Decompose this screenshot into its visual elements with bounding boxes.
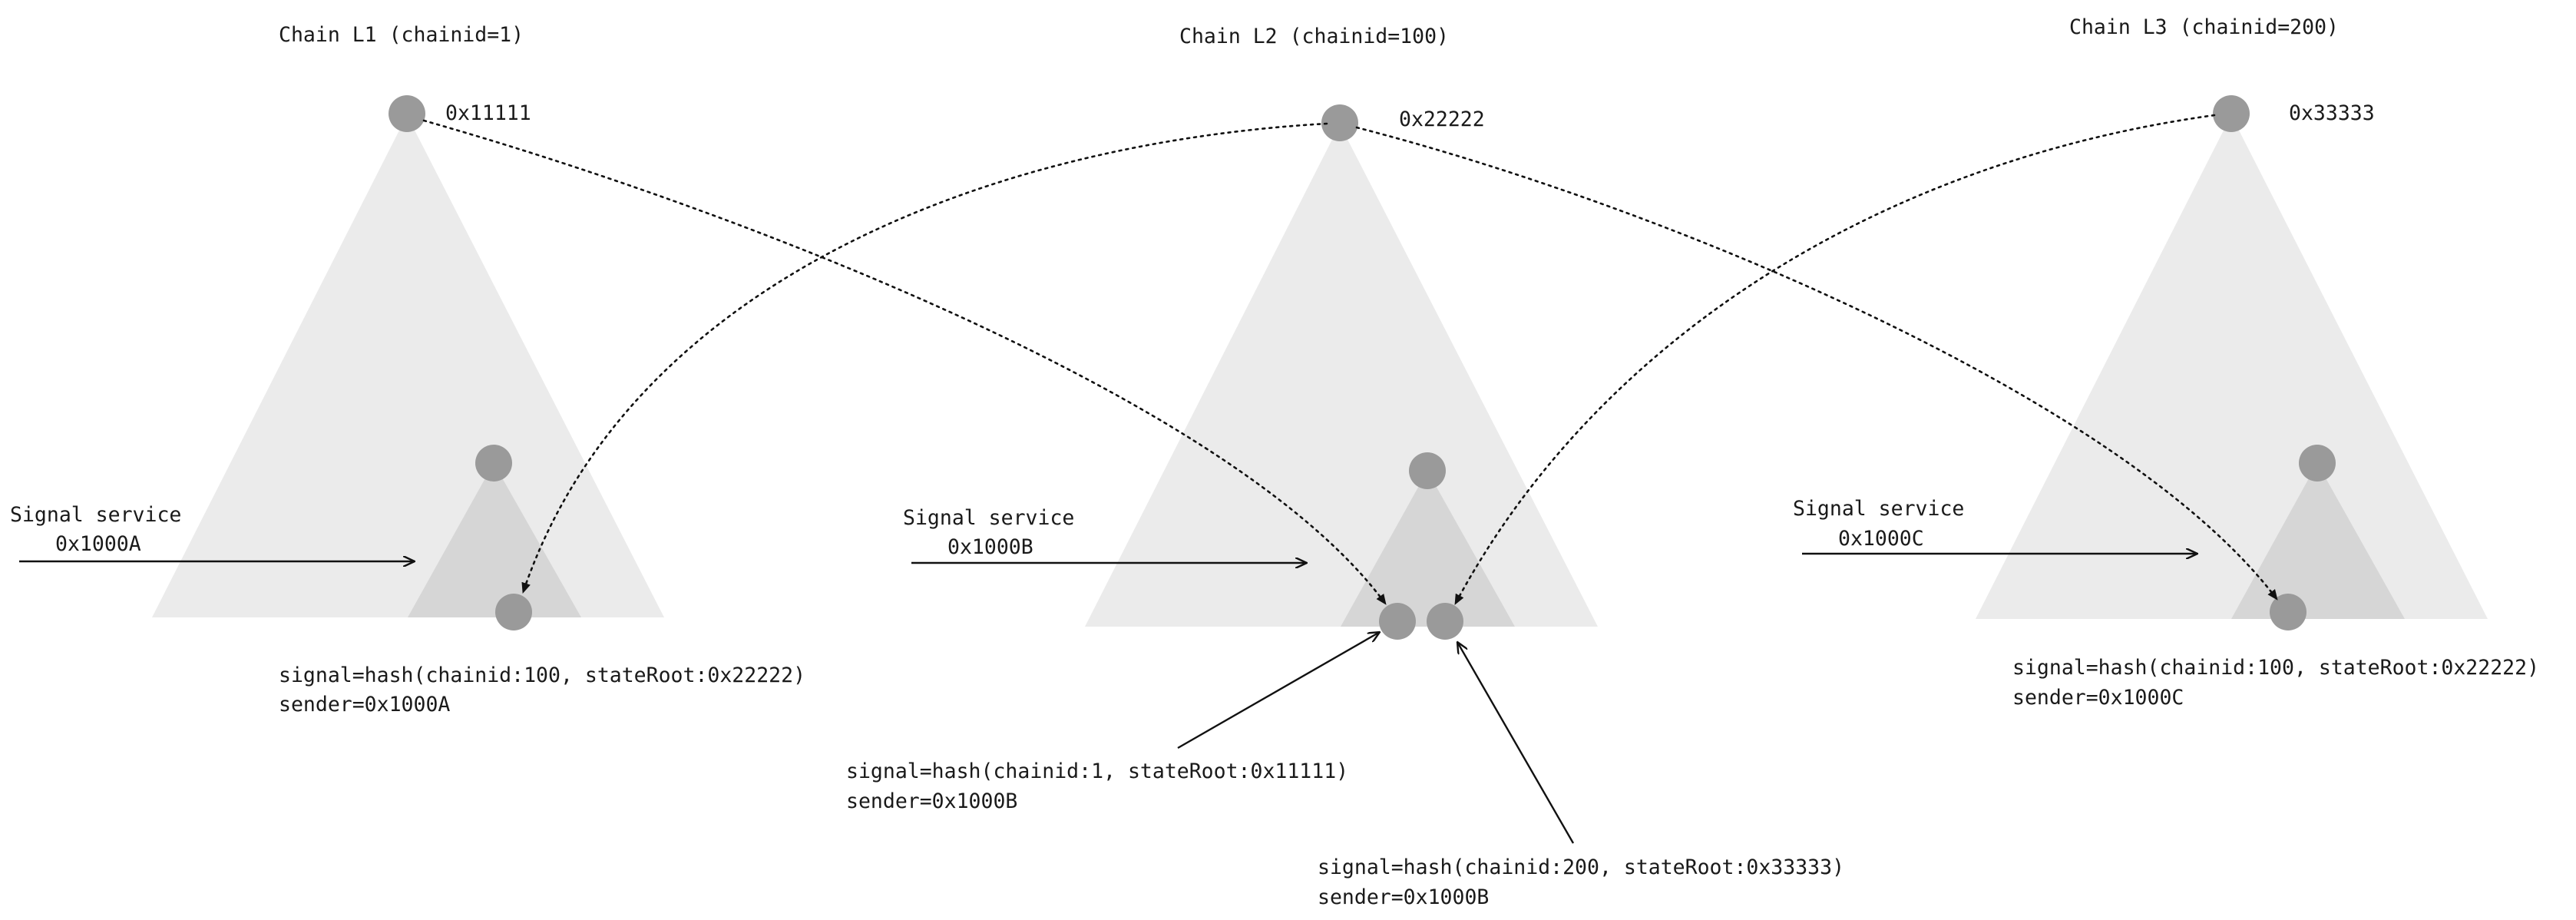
chain-l1-root-label: 0x11111 [445,101,531,125]
chain-l3-signal-service-root-node [2299,445,2336,482]
chain-l1-state-tree [152,115,664,617]
chain-l2-sender-text-1: sender=0x1000B [846,789,1017,813]
chain-l1-signal-text: signal=hash(chainid:100, stateRoot:0x222… [279,664,805,687]
chain-l3-root-node [2213,95,2250,132]
chain-l1-service-address: 0x1000A [55,532,141,556]
chain-l1-signal-node [495,594,532,630]
chain-l2-signal-text-1: signal=hash(chainid:1, stateRoot:0x11111… [846,759,1348,783]
relay-l2-root-to-l1-signal [521,122,1328,594]
chain-l3-title: Chain L3 (chainid=200) [2069,15,2339,39]
chain-l2-service-address: 0x1000B [947,535,1033,559]
chain-l3: Chain L3 (chainid=200) 0x33333 Signal se… [1793,15,2539,710]
chain-l3-sender-text: sender=0x1000C [2012,686,2184,710]
chain-l1-sender-text: sender=0x1000A [279,693,450,716]
chain-l3-signal-service-tree [2231,463,2405,619]
chain-l2-service-title: Signal service [903,506,1074,530]
chain-l1-title: Chain L1 (chainid=1) [279,23,524,47]
chain-l2-signal-callout-2 [1457,642,1575,844]
chain-l2-title: Chain L2 (chainid=100) [1179,25,1449,48]
chain-l2-signal-service-root-node [1409,452,1446,489]
chain-l2-state-tree [1085,124,1598,627]
chain-l3-root-label: 0x33333 [2289,101,2375,125]
chain-l3-service-address: 0x1000C [1838,527,1924,551]
relay-l3-root-to-l2-signal [1453,114,2216,606]
relay-l1-root-to-l2-signal [422,119,1387,606]
chain-l1: Chain L1 (chainid=1) 0x11111 Signal serv… [10,23,805,716]
chain-l1-root-node [389,95,425,132]
chain-l2-signal-service-tree [1341,471,1515,627]
chain-l3-service-title: Signal service [1793,497,1964,521]
chain-l2-signal-node-from-l3 [1427,603,1463,640]
chain-l2-signal-callout-1 [1177,632,1380,750]
chain-l1-signal-service-tree [408,463,581,617]
chain-l1-signal-service-root-node [475,445,512,482]
chain-l3-state-tree [1976,115,2488,619]
chain-l2-signal-text-2: signal=hash(chainid:200, stateRoot:0x333… [1318,855,1844,879]
chain-l2-root-node [1321,104,1358,141]
chain-l3-signal-text: signal=hash(chainid:100, stateRoot:0x222… [2012,656,2539,680]
chain-l2: Chain L2 (chainid=100) 0x22222 Signal se… [846,25,1844,909]
chain-l2-root-label: 0x22222 [1399,108,1485,131]
chain-l2-sender-text-2: sender=0x1000B [1318,885,1489,909]
chain-l1-service-title: Signal service [10,503,181,527]
relay-l2-root-to-l3-signal [1355,126,2279,601]
chain-l3-signal-node [2270,594,2306,630]
chain-l2-signal-node-from-l1 [1379,603,1416,640]
